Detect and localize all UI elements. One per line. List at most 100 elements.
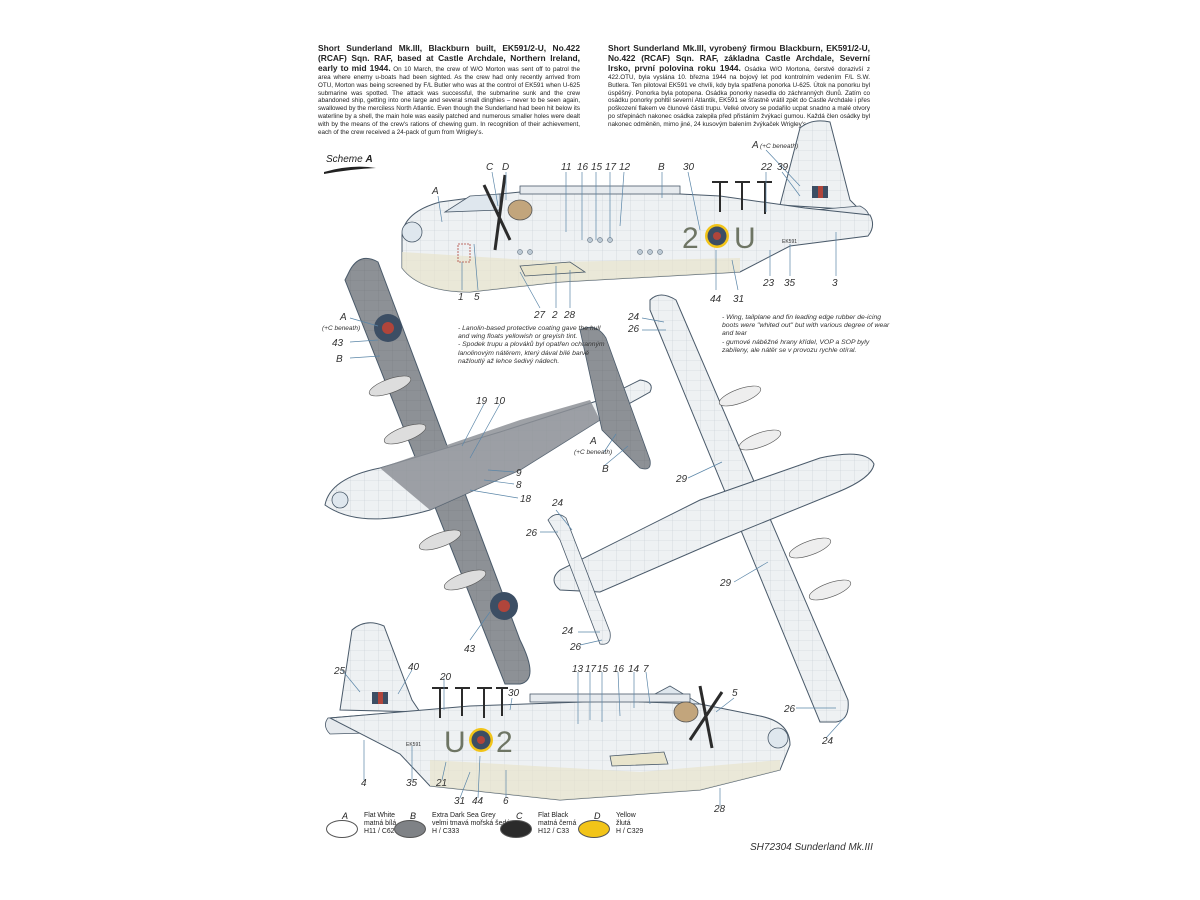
swatch-name-en: Yellow xyxy=(616,812,636,819)
callout-label: 3 xyxy=(832,278,838,289)
swatch-letter: C xyxy=(516,811,523,821)
swatch-name-en: Flat Black xyxy=(538,812,569,819)
callout-labels-upper-plan: A (+C beneath) 43 B 19 10 9 8 18 A (+C b… xyxy=(322,312,612,655)
swatch-name-en: Flat White xyxy=(364,812,396,819)
callout-sublabel: (+C beneath) xyxy=(322,325,360,332)
callout-label: 29 xyxy=(719,578,732,589)
swatch-chip xyxy=(326,820,358,838)
swatch-chip xyxy=(578,820,610,838)
swatch-name-cz: velmi tmavá mořská šedá xyxy=(432,820,511,828)
callout-label: 11 xyxy=(561,162,571,173)
fuselage-roundel-bottom xyxy=(469,728,493,752)
callout-label: 1 xyxy=(458,292,464,303)
wing-roundel-upper-1 xyxy=(374,314,402,342)
callout-labels-bottom-lower: 4 35 21 31 44 6 28 xyxy=(361,778,726,815)
swatch-letter: D xyxy=(594,811,601,821)
swatch-name-cz: matná černá xyxy=(538,820,577,828)
callout-label: 10 xyxy=(494,396,506,407)
note-coating-cz: - Spodek trupu a plováků byl opatřen och… xyxy=(458,341,605,365)
color-swatch-c: C Flat Black matná černá H12 / C33 xyxy=(500,811,580,856)
lower-plan-view xyxy=(547,294,875,723)
swatch-chip xyxy=(500,820,532,838)
upper-plan-view xyxy=(324,257,652,685)
swatch-text: Flat White matná bílá H11 / C62 xyxy=(364,812,396,837)
callout-label: 15 xyxy=(597,664,609,675)
callout-label: 35 xyxy=(406,778,418,789)
swatch-code: H12 / C33 xyxy=(538,828,570,836)
callout-leader-lines xyxy=(341,149,845,806)
callout-label: 28 xyxy=(563,310,576,321)
callout-label: 27 xyxy=(533,310,546,321)
callout-label: 21 xyxy=(435,778,447,789)
callout-label: 12 xyxy=(619,162,631,173)
callout-label: 31 xyxy=(454,796,465,807)
swatch-code: H / C333 xyxy=(432,828,460,836)
wing-roundel-upper-2 xyxy=(490,592,518,620)
callout-labels-bottom-upper: 25 40 20 30 13 17 15 16 14 7 5 xyxy=(333,662,738,699)
note-deice: - Wing, tailplane and fin leading edge r… xyxy=(722,314,892,355)
callout-label: 4 xyxy=(361,778,367,789)
callout-label: 44 xyxy=(710,294,722,305)
callout-label: 19 xyxy=(476,396,488,407)
swatch-text: Flat Black matná černá H12 / C33 xyxy=(538,812,576,837)
intro-body-english: On 10 March, the crew of W/O Morton was … xyxy=(318,65,581,137)
color-swatch-b: B Extra Dark Sea Grey velmi tmavá mořská… xyxy=(394,811,510,856)
callout-label: 5 xyxy=(474,292,480,303)
callout-label: 31 xyxy=(733,294,744,305)
fuselage-roundel-top xyxy=(705,224,729,248)
swatch-chip xyxy=(394,820,426,838)
callout-label: 26 xyxy=(525,528,538,539)
intro-text-czech: Short Sunderland Mk.III, vyrobený firmou… xyxy=(608,43,870,129)
callout-label: 16 xyxy=(577,162,589,173)
callout-label: 35 xyxy=(784,278,796,289)
callout-label: A xyxy=(751,140,759,151)
callout-label: 25 xyxy=(333,666,346,677)
side-profile-bottom: U 2 EK591 xyxy=(325,622,791,801)
code-letter-right-bottom: 2 xyxy=(496,726,513,759)
callout-label: 30 xyxy=(508,688,520,699)
scheme-letter: A xyxy=(365,154,373,165)
side-profile-top: 2 U EK591 xyxy=(401,120,874,293)
callout-label: 44 xyxy=(472,796,484,807)
callout-label: B xyxy=(658,162,665,173)
callout-label: 29 xyxy=(675,474,688,485)
callout-sublabel: (+C beneath) xyxy=(760,143,798,150)
swatch-letter: B xyxy=(410,811,417,821)
scheme-label-text: Scheme xyxy=(326,154,363,165)
callout-label: 40 xyxy=(408,662,420,673)
swatch-name-en: Extra Dark Sea Grey xyxy=(432,812,496,819)
tailplane-lower-plan xyxy=(547,514,611,645)
tail-fin-top xyxy=(779,120,862,211)
callout-label: D xyxy=(502,162,509,173)
callout-label: 20 xyxy=(439,672,452,683)
intro-lead-english: Short Sunderland Mk.III, Blackburn built… xyxy=(318,43,580,73)
serial-bottom: EK591 xyxy=(406,742,421,748)
swatch-name-cz: matná bílá xyxy=(364,820,397,828)
callout-label: 7 xyxy=(643,664,649,675)
callout-labels-top-upper: C D 11 16 15 17 12 B 30 22 39 A (+C bene… xyxy=(431,140,798,197)
code-letter-left-bottom: U xyxy=(444,726,466,759)
note-deice-en: - Wing, tailplane and fin leading edge r… xyxy=(722,314,890,338)
code-letter-left-top: 2 xyxy=(682,222,699,255)
callout-label: 16 xyxy=(613,664,625,675)
callout-label: A xyxy=(431,186,439,197)
callout-label: 23 xyxy=(762,278,775,289)
callout-label: 24 xyxy=(627,312,640,323)
callout-labels-lower-plan: 24 26 29 29 24 26 26 24 xyxy=(561,312,834,747)
callout-label: 39 xyxy=(777,162,789,173)
callout-label: 14 xyxy=(628,664,640,675)
intro-text-english: Short Sunderland Mk.III, Blackburn built… xyxy=(318,43,581,137)
code-letter-right-top: U xyxy=(734,222,756,255)
callout-label: 17 xyxy=(605,162,617,173)
note-coating: - Lanolin-based protective coating gave … xyxy=(458,325,608,366)
callout-label: 43 xyxy=(464,644,476,655)
callout-label: 26 xyxy=(569,642,582,653)
swatch-text: Extra Dark Sea Grey velmi tmavá mořská š… xyxy=(432,812,510,837)
callout-label: 24 xyxy=(551,498,564,509)
callout-label: 30 xyxy=(683,162,695,173)
serial-top: EK591 xyxy=(782,239,797,245)
callout-label: A xyxy=(339,312,347,323)
tailplane-upper-plan xyxy=(579,326,651,470)
callout-label: 5 xyxy=(732,688,738,699)
